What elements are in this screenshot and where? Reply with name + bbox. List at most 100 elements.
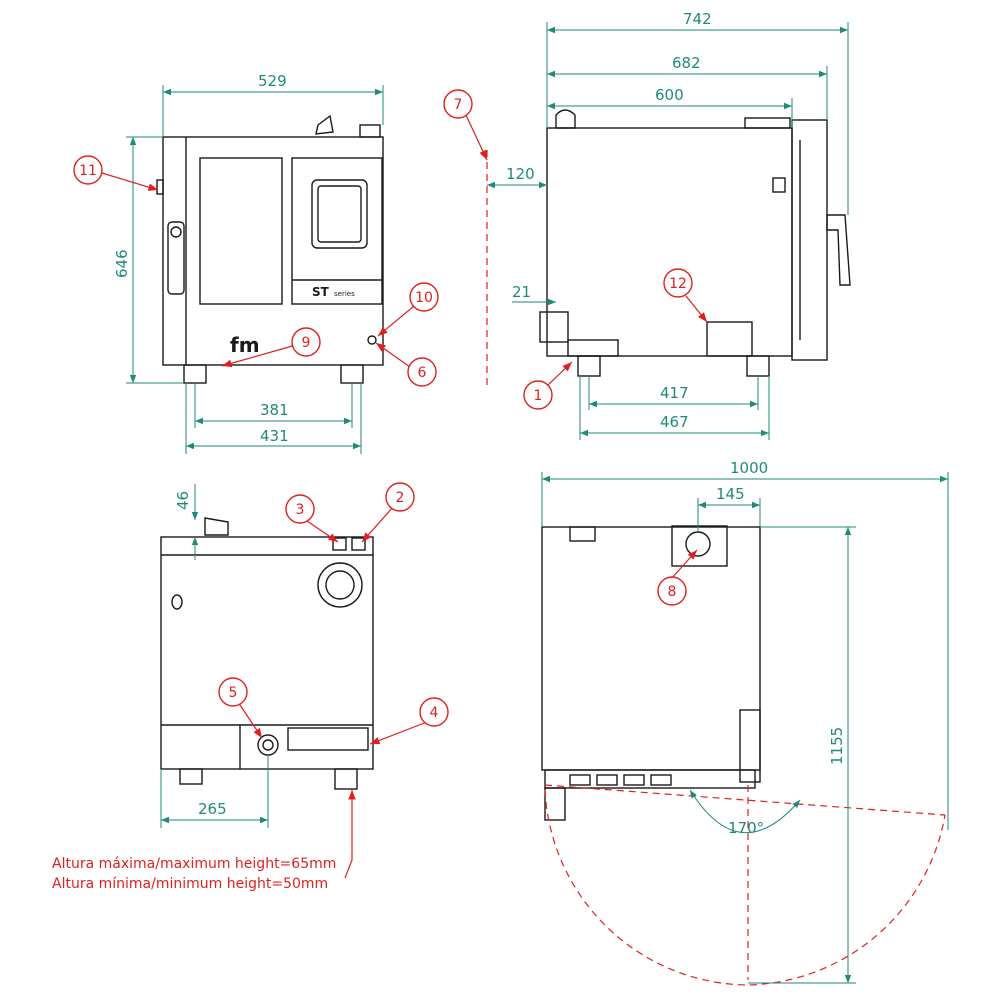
rear-body-outline [160, 536, 374, 770]
side-top-vent [744, 117, 791, 129]
callout-bubbles [73, 89, 693, 727]
top-door-front [544, 769, 756, 789]
dim-646-label: 646 [113, 249, 131, 278]
callout-numbers: 11 9 10 6 7 12 1 3 2 4 5 8 [79, 97, 687, 721]
angle-170-arc [689, 789, 801, 834]
callout-8: 8 [668, 584, 677, 600]
callout-leaders [101, 112, 708, 879]
dim-381-label: 381 [260, 401, 289, 419]
foot-height-notes: Altura máxima/maximum height=65mm Altura… [52, 856, 336, 892]
dim-1000-label: 1000 [730, 459, 768, 477]
side-water-connection [539, 311, 569, 343]
callout-11: 11 [79, 163, 97, 179]
front-touch-screen-inner [317, 185, 362, 243]
rear-dimension-lines [160, 484, 269, 828]
dim-417-label: 417 [660, 384, 689, 402]
dim-46-label: 46 [174, 491, 192, 510]
callout-12-circle [663, 268, 693, 298]
callout-10-circle [409, 282, 439, 312]
callout-7: 7 [454, 97, 463, 113]
dim-682-label: 682 [672, 54, 701, 72]
dim-742-label: 742 [683, 10, 712, 28]
top-door-slot-4 [650, 774, 672, 786]
front-door-handle [167, 221, 185, 295]
rear-vent-hole [171, 594, 183, 610]
top-door-slot-2 [596, 774, 618, 786]
leader-5 [239, 704, 263, 739]
front-side-connector [156, 179, 164, 195]
callout-6-circle [407, 357, 437, 387]
callout-2: 2 [396, 490, 405, 506]
front-drain-point [367, 335, 377, 345]
callout-9-circle [291, 327, 321, 357]
leader-11 [101, 172, 159, 191]
side-dimension-labels: 742 682 600 120 21 417 467 [506, 10, 712, 431]
side-foot-left [577, 355, 601, 377]
callout-6: 6 [418, 365, 427, 381]
door-swing-arc [544, 789, 946, 986]
top-door-slot-3 [623, 774, 645, 786]
top-front-leg [544, 787, 566, 821]
top-dimension-lines [541, 472, 949, 984]
callout-7-circle [443, 89, 473, 119]
series-logo-text: ST [312, 285, 330, 299]
rear-connector-3 [332, 537, 347, 551]
leader-12 [685, 295, 708, 323]
angle-label: 170° [728, 819, 764, 837]
front-control-panel [291, 157, 383, 305]
front-touch-screen [311, 179, 368, 249]
dim-120-label: 120 [506, 165, 535, 183]
rear-dimension-labels: 46 265 [174, 491, 227, 818]
leader-1 [547, 361, 573, 386]
front-dimension-labels: 529 646 381 431 [113, 72, 289, 445]
callout-5: 5 [229, 685, 238, 701]
rear-drain-inner [262, 739, 274, 751]
side-top-chimney [555, 109, 576, 129]
front-handle-knob [170, 226, 182, 238]
side-dimension-lines [487, 22, 849, 440]
top-view [541, 525, 761, 821]
leader-4 [369, 721, 428, 745]
side-foot-right [746, 355, 770, 377]
front-foot-left [183, 364, 207, 384]
door-swing-area [544, 784, 946, 986]
dim-265-label: 265 [198, 800, 227, 818]
callout-9: 9 [302, 335, 311, 351]
rear-top-vent [204, 517, 229, 536]
dim-529-label: 529 [258, 72, 287, 90]
leader-7 [464, 112, 488, 161]
side-door-profile [791, 119, 828, 361]
rear-fan-inner [325, 570, 355, 600]
leader-6 [375, 342, 411, 368]
front-view [156, 114, 384, 384]
series-sub-text: series [334, 290, 355, 298]
rear-foot-left [179, 768, 203, 785]
callout-10: 10 [415, 290, 433, 306]
leader-9 [221, 344, 297, 368]
rear-foot-right [334, 768, 358, 790]
dim-431-label: 431 [260, 427, 289, 445]
brand-logo-text: fm [230, 333, 260, 357]
callout-1-circle [523, 380, 553, 410]
leader-2 [361, 506, 394, 543]
top-door-slot-1 [569, 774, 591, 786]
rear-view [160, 517, 374, 790]
side-rear-box [706, 321, 753, 357]
front-dimension-lines [126, 85, 384, 454]
front-foot-right [340, 364, 364, 384]
callout-3: 3 [296, 502, 305, 518]
front-body-outline [162, 136, 384, 366]
side-view [539, 109, 851, 377]
leader-foot-height [344, 790, 356, 879]
callout-5-circle [218, 677, 248, 707]
callout-2-circle [385, 482, 415, 512]
front-top-vent [315, 114, 334, 135]
top-fan-housing [671, 525, 728, 567]
dim-21-label: 21 [512, 283, 531, 301]
callout-12: 12 [669, 276, 687, 292]
rear-drain-outlet [257, 734, 279, 756]
rear-connector-2 [351, 537, 366, 551]
note-min-height: Altura mínima/minimum height=50mm [52, 876, 328, 892]
